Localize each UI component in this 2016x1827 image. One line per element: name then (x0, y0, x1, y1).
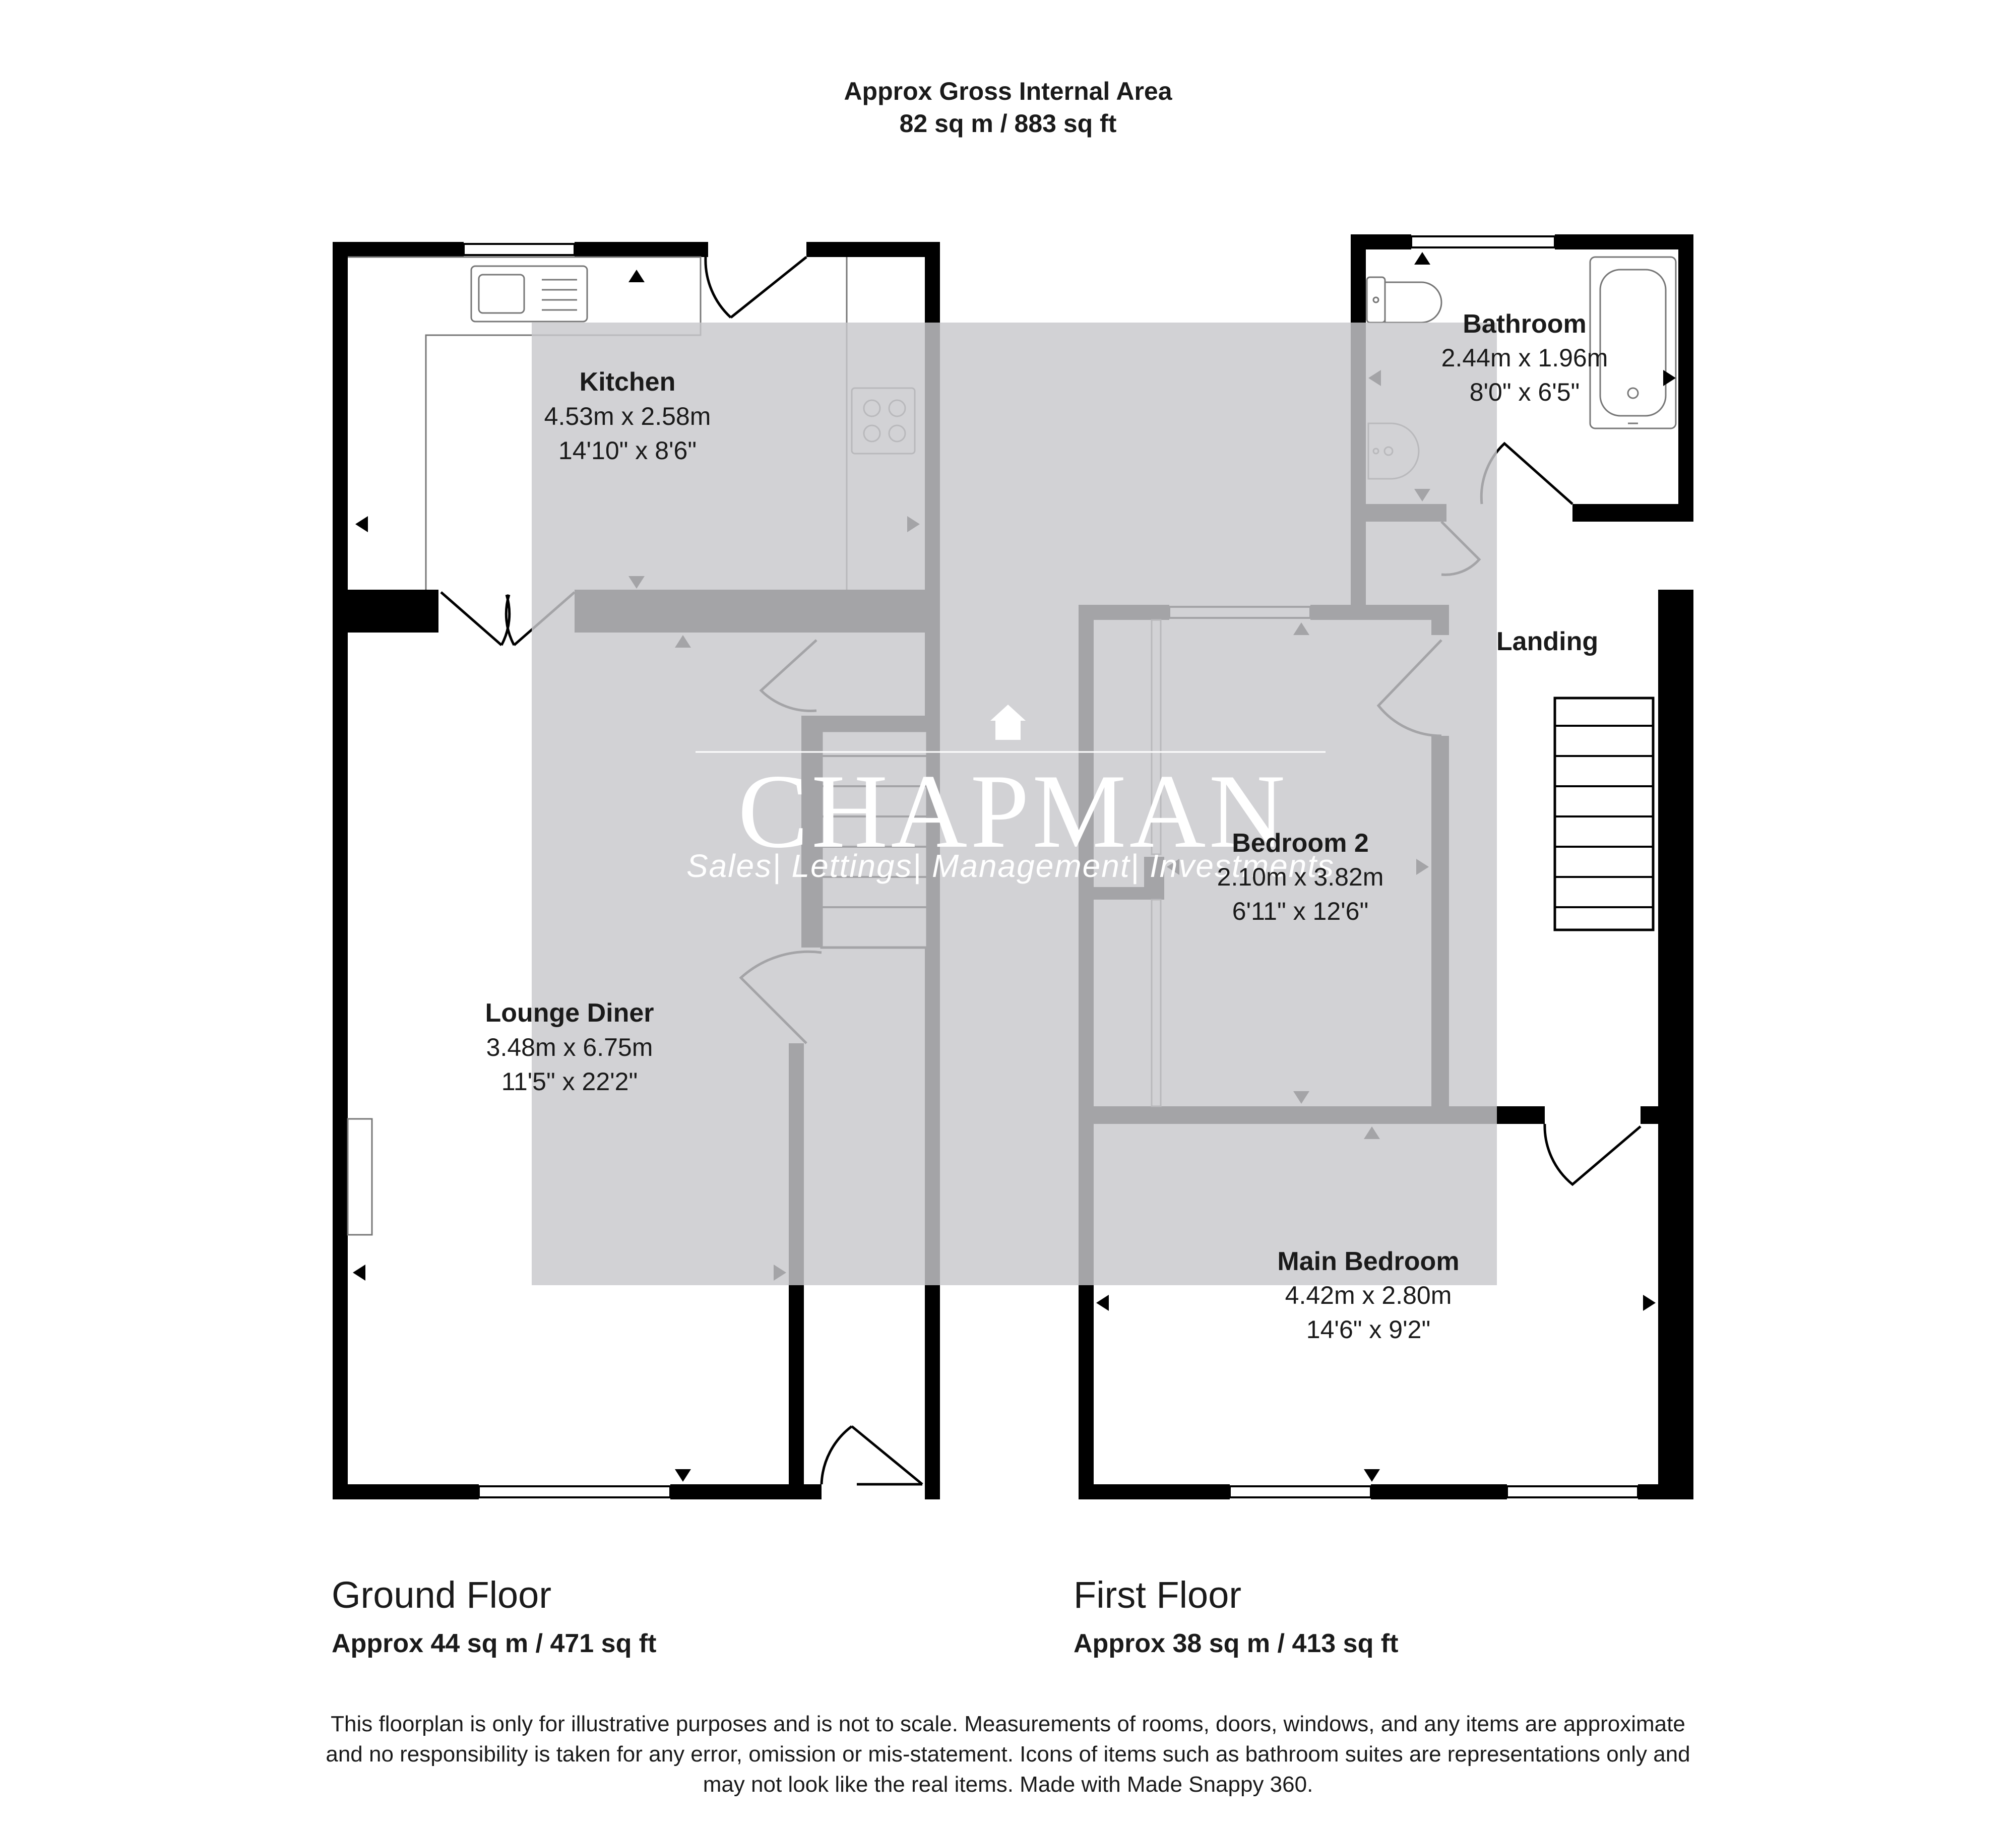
bedroom-2-dimensions-metric: 2.10m x 3.82m (1217, 863, 1384, 891)
disclaimer-line-1: This floorplan is only for illustrative … (331, 1712, 1685, 1736)
toilet-icon (1366, 276, 1442, 324)
first-floor-label: First Floor (1074, 1574, 1241, 1616)
watermark: CHAPMAN Sales| Lettings| Management| Inv… (532, 323, 1497, 1285)
landing-name: Landing (1496, 627, 1598, 656)
ground-floor-area: Approx 44 sq m / 471 sq ft (332, 1629, 656, 1658)
ground-floor-label: Ground Floor (332, 1574, 551, 1616)
disclaimer-line-3: may not look like the real items. Made w… (703, 1772, 1313, 1797)
disclaimer-line-2: and no responsibility is taken for any e… (326, 1742, 1690, 1767)
main-bedroom-name: Main Bedroom (1277, 1247, 1459, 1276)
watermark-brand: CHAPMAN (738, 753, 1288, 870)
first-floor-area: Approx 38 sq m / 413 sq ft (1074, 1629, 1398, 1658)
gross-area-title: Approx Gross Internal Area (844, 77, 1172, 105)
window (1506, 1485, 1639, 1498)
window (478, 1485, 671, 1498)
kitchen-dimensions-imperial: 14'10" x 8'6" (558, 436, 697, 465)
door-icon (1543, 1123, 1642, 1186)
house-icon (990, 705, 1026, 740)
fireplace-icon (347, 1118, 373, 1236)
lounge-diner-dimensions-imperial: 11'5" x 22'2" (501, 1067, 638, 1096)
gross-area-value: 82 sq m / 883 sq ft (900, 109, 1117, 138)
bath-icon (1589, 256, 1677, 429)
sink-icon (470, 265, 588, 323)
window (1229, 1485, 1372, 1498)
bathroom-dimensions-imperial: 8'0" x 6'5" (1470, 378, 1580, 406)
bedroom-2-name: Bedroom 2 (1232, 829, 1369, 858)
main-bedroom-dimensions-imperial: 14'6" x 9'2" (1306, 1315, 1430, 1344)
window (463, 243, 576, 256)
door-icon (704, 256, 807, 319)
main-bedroom-dimensions-metric: 4.42m x 2.80m (1285, 1281, 1452, 1309)
window (1410, 235, 1556, 248)
kitchen-dimensions-metric: 4.53m x 2.58m (544, 402, 711, 430)
watermark-tagline: Sales| Lettings| Management| Investments (686, 848, 1335, 885)
bedroom-2-dimensions-imperial: 6'11" x 12'6" (1232, 897, 1369, 925)
bathroom-dimensions-metric: 2.44m x 1.96m (1441, 344, 1608, 372)
door-icon (820, 1425, 923, 1486)
stairs-icon (1553, 697, 1655, 931)
bathroom-name: Bathroom (1463, 309, 1587, 339)
lounge-diner-name: Lounge Diner (485, 998, 654, 1028)
lounge-diner-dimensions-metric: 3.48m x 6.75m (486, 1033, 653, 1061)
kitchen-name: Kitchen (580, 367, 676, 397)
